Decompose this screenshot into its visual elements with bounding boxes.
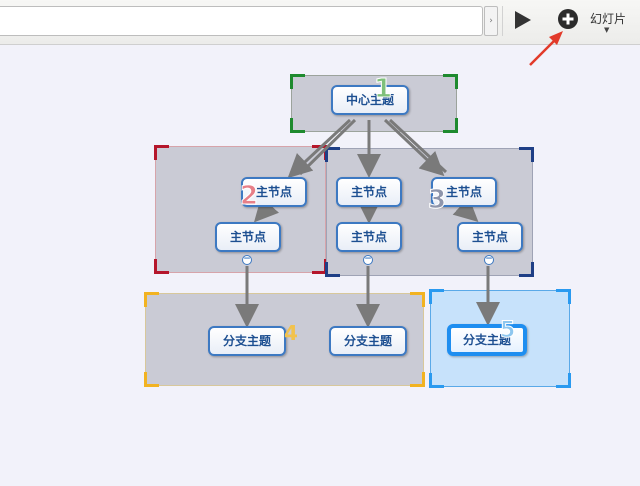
boundary-number-5: 5 bbox=[499, 318, 516, 344]
branch-topic-1[interactable]: 分支主题 bbox=[208, 326, 286, 356]
chevron-down-icon[interactable]: ▼ bbox=[604, 26, 610, 34]
collapse-toggle[interactable]: − bbox=[363, 254, 373, 265]
boundary-number-2: 2 bbox=[239, 181, 259, 212]
collapse-toggle[interactable]: − bbox=[242, 254, 252, 265]
central-topic[interactable]: 中心主题 bbox=[331, 85, 409, 115]
main-topic-2[interactable]: 主节点 bbox=[336, 177, 402, 207]
toolbar: › 幻灯片 ▼ bbox=[0, 0, 640, 45]
address-field[interactable] bbox=[0, 6, 483, 36]
sub-topic-3[interactable]: 主节点 bbox=[457, 222, 523, 252]
branch-topic-3-selected[interactable]: 分支主题 bbox=[447, 324, 527, 356]
play-icon[interactable] bbox=[510, 8, 534, 32]
main-topic-3[interactable]: 主节点 bbox=[431, 177, 497, 207]
main-topic-1[interactable]: 主节点 bbox=[241, 177, 307, 207]
sub-topic-1[interactable]: 主节点 bbox=[215, 222, 281, 252]
toolbar-divider bbox=[502, 6, 503, 36]
annotation-arrow-icon bbox=[529, 31, 563, 66]
boundary-number-3: 3 bbox=[427, 185, 447, 216]
collapse-toggle[interactable]: − bbox=[484, 254, 494, 265]
boundary-number-4: 4 bbox=[284, 321, 298, 345]
slideshow-menu[interactable]: 幻灯片 bbox=[590, 12, 627, 26]
sub-topic-2[interactable]: 主节点 bbox=[336, 222, 402, 252]
boundary-number-1: 1 bbox=[373, 74, 393, 105]
chevron-right-icon[interactable]: › bbox=[484, 6, 498, 36]
branch-topic-2[interactable]: 分支主题 bbox=[329, 326, 407, 356]
plus-circle-icon[interactable] bbox=[557, 8, 579, 30]
